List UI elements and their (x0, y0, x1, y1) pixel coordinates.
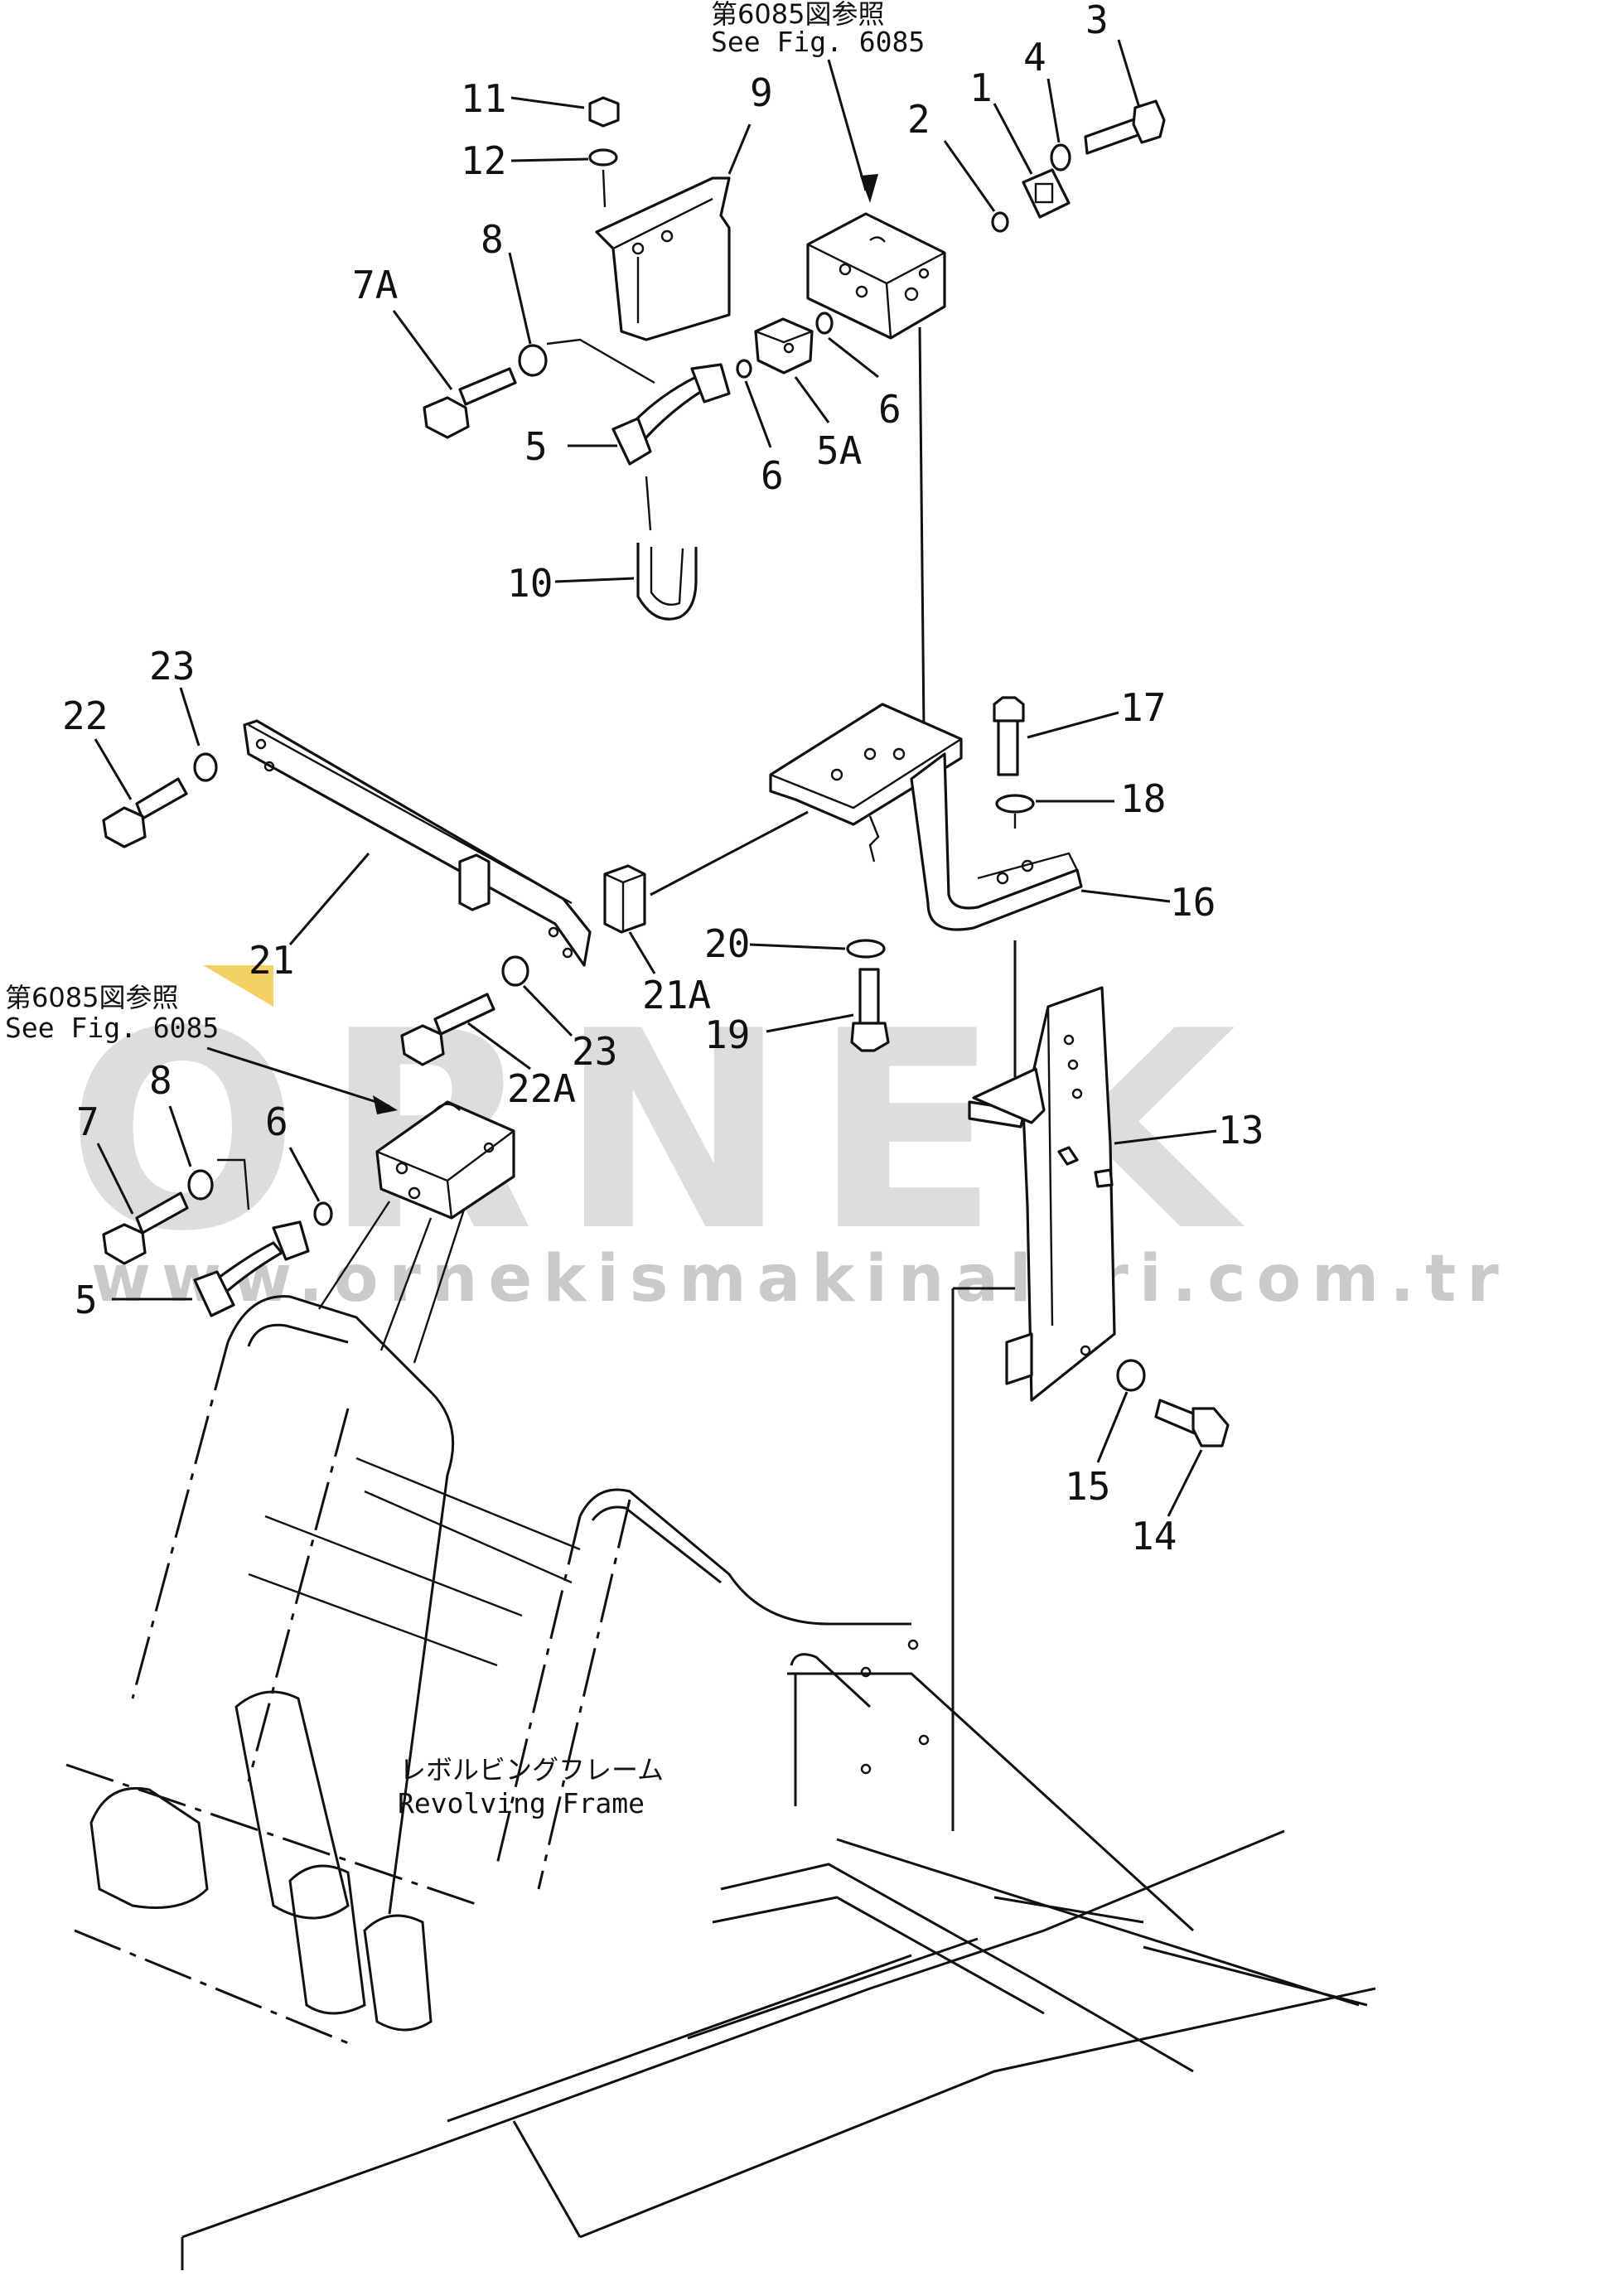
bracket-13 (951, 940, 1217, 1831)
callout-7: 7 (76, 1099, 99, 1144)
callout-23-top: 23 (149, 644, 195, 689)
bracket-9 (595, 123, 752, 341)
pipe-5-bottom (112, 1220, 310, 1317)
callout-18: 18 (1120, 776, 1166, 821)
block-5a (754, 317, 830, 423)
watermark-url: www.ornekismakinalari.com.tr (91, 1242, 1510, 1317)
callout-14: 14 (1131, 1514, 1177, 1558)
callout-4: 4 (1023, 35, 1046, 80)
callout-1: 1 (969, 65, 993, 110)
reference-left: 第6085図参照 See Fig. 6085 (5, 982, 398, 1114)
watermark-arrow-icon (203, 965, 273, 1007)
reference-top: 第6085図参照 See Fig. 6085 (711, 0, 925, 203)
callout-5a: 5A (816, 428, 862, 473)
callout-17: 17 (1120, 685, 1166, 730)
valve-block-top (806, 212, 946, 730)
callout-20: 20 (704, 921, 750, 966)
washer-15 (1096, 1359, 1146, 1463)
callout-16: 16 (1170, 880, 1216, 925)
reference-left-en: See Fig. 6085 (5, 1012, 219, 1044)
washer-23-bottom (501, 955, 573, 1037)
callout-5-top: 5 (524, 424, 548, 469)
callout-15: 15 (1065, 1464, 1110, 1509)
o-ring-6-c (288, 1147, 333, 1226)
bolt-22a (400, 993, 531, 1070)
revolving-frame: レボルビングフレーム Revolving Frame (65, 1295, 1376, 2270)
callout-6-a: 6 (761, 453, 784, 498)
pipe-5-top (568, 363, 731, 531)
callout-6-b: 6 (878, 387, 901, 432)
callout-13: 13 (1218, 1108, 1264, 1152)
nut-11 (510, 96, 620, 128)
callout-10: 10 (507, 561, 553, 606)
callout-22: 22 (62, 693, 108, 738)
bar-21 (243, 719, 592, 967)
bracket-16 (769, 703, 1171, 931)
callout-12: 12 (461, 138, 506, 183)
frame-label-jp: レボルビングフレーム (399, 1754, 664, 1786)
reference-top-en: See Fig. 6085 (711, 26, 925, 58)
washer-20 (749, 939, 886, 959)
bolt-7 (96, 1143, 189, 1265)
bolt-19 (766, 968, 890, 1052)
spacer-21a (603, 810, 809, 974)
o-ring-6-b (815, 312, 879, 379)
callout-5-bottom: 5 (75, 1278, 98, 1322)
callout-21: 21 (249, 938, 294, 983)
bolt-3 (1084, 39, 1166, 155)
washer-8-bottom (168, 1105, 250, 1210)
o-ring-2 (943, 140, 1009, 233)
callout-6-c: 6 (265, 1099, 288, 1144)
callout-8-top: 8 (481, 217, 504, 262)
bolt-14 (1154, 1399, 1230, 1517)
frame-label-en: Revolving Frame (398, 1787, 645, 1819)
flange-1 (993, 103, 1071, 219)
washer-12 (510, 148, 618, 208)
callout-8-bottom: 8 (149, 1058, 172, 1103)
washer-8-top (508, 252, 655, 384)
callouts: 3 4 1 2 11 12 9 8 7A 5 6 5A 6 10 23 22 1… (62, 0, 1264, 1558)
callout-19: 19 (704, 1012, 750, 1057)
o-ring-6-a (736, 359, 772, 448)
callout-22a: 22A (507, 1066, 576, 1111)
bolt-17 (993, 696, 1119, 776)
washer-23-top (179, 687, 218, 782)
callout-7a: 7A (352, 263, 398, 307)
reference-top-jp: 第6085図参照 (711, 0, 884, 30)
callout-3: 3 (1085, 0, 1109, 42)
washer-4 (1046, 78, 1071, 172)
bolt-22 (94, 738, 188, 848)
callout-2: 2 (907, 97, 930, 142)
u-bolt-10 (554, 543, 698, 621)
callout-9: 9 (750, 70, 773, 115)
bolt-7a (392, 310, 517, 439)
callout-23-bottom: 23 (572, 1029, 617, 1074)
reference-left-jp: 第6085図参照 (5, 982, 178, 1013)
valve-block-left (317, 1100, 515, 1364)
washer-18 (995, 794, 1114, 829)
callout-11: 11 (461, 76, 506, 121)
callout-21a: 21A (642, 973, 711, 1017)
